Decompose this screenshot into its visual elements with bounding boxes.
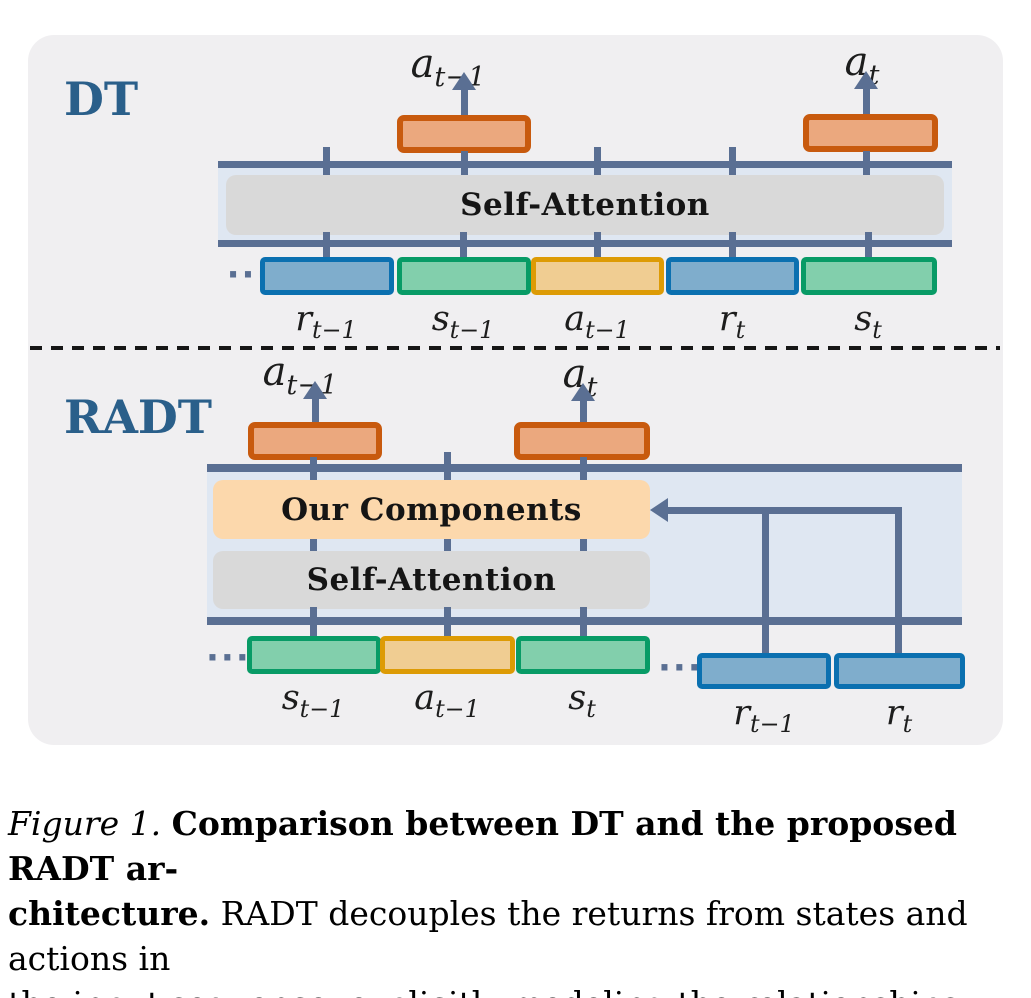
dt-self-attention-label: Self-Attention bbox=[460, 187, 710, 223]
dt-output-box bbox=[397, 115, 531, 153]
rail-tick bbox=[323, 232, 330, 259]
ellipsis-dots: ··· bbox=[206, 638, 251, 678]
dt-output-label-a-t-1: at−1 bbox=[410, 41, 486, 93]
dt-rail-top bbox=[218, 161, 952, 168]
radt-self-attention-label: Self-Attention bbox=[306, 562, 557, 598]
radt-return-label: rt bbox=[885, 693, 913, 738]
dt-token-label: rt−1 bbox=[295, 299, 357, 344]
caption-line: the input sequence, explicitly modeling … bbox=[8, 981, 1026, 998]
dt-rail-bottom bbox=[218, 240, 952, 247]
rail-tick bbox=[865, 232, 872, 259]
radt-our-components-box: Our Components bbox=[213, 480, 650, 539]
rail-tick bbox=[444, 607, 451, 638]
figure-panel bbox=[28, 35, 1003, 745]
radt-token-a-t-1 bbox=[380, 636, 515, 674]
arrow-up-icon bbox=[303, 381, 327, 399]
radt-output-label-a-t-1: at−1 bbox=[262, 349, 338, 401]
dt-token-a-t-1 bbox=[531, 257, 664, 295]
section-divider bbox=[30, 346, 1000, 350]
dt-token-r-t-1 bbox=[260, 257, 394, 295]
rail-tick bbox=[461, 151, 468, 177]
caption-line: Figure 1. Comparison between DT and the … bbox=[8, 804, 957, 888]
rail-tick bbox=[310, 457, 317, 483]
caption-line: chitecture. RADT decouples the returns f… bbox=[8, 894, 968, 978]
rail-tick bbox=[580, 457, 587, 483]
radt-token-r-t bbox=[834, 653, 965, 689]
caption-figure-number: Figure 1. bbox=[8, 804, 162, 843]
figure-caption: Figure 1. Comparison between DT and the … bbox=[8, 801, 1026, 998]
rail-tick bbox=[729, 232, 736, 259]
radt-our-components-label: Our Components bbox=[281, 491, 582, 528]
radt-return-label: rt−1 bbox=[733, 693, 795, 738]
radt-output-box bbox=[514, 422, 650, 460]
rail-tick bbox=[729, 147, 736, 176]
dt-output-box bbox=[803, 114, 938, 152]
radt-token-s-t-1 bbox=[247, 636, 381, 674]
radt-return-riser bbox=[762, 507, 769, 653]
rail-tick bbox=[580, 607, 587, 638]
rail-tick bbox=[444, 452, 451, 483]
radt-arrow-line bbox=[312, 396, 319, 423]
dt-token-label: at−1 bbox=[564, 299, 630, 344]
radt-return-riser bbox=[895, 507, 902, 653]
arrow-up-icon bbox=[571, 383, 595, 401]
radt-token-label: st−1 bbox=[281, 678, 345, 723]
ellipsis-dots: ··· bbox=[658, 648, 703, 688]
arrow-up-icon bbox=[854, 71, 878, 89]
arrow-left-icon bbox=[650, 498, 668, 522]
dt-token-s-t bbox=[801, 257, 937, 295]
dt-token-label: rt bbox=[718, 299, 746, 344]
dt-token-s-t-1 bbox=[397, 257, 531, 295]
dt-self-attention-box: Self-Attention bbox=[226, 175, 944, 235]
rail-tick bbox=[310, 607, 317, 638]
rail-tick bbox=[323, 147, 330, 176]
radt-self-attention-box: Self-Attention bbox=[213, 551, 650, 609]
radt-arrow-line bbox=[580, 398, 587, 423]
radt-output-box bbox=[248, 422, 382, 460]
rail-tick bbox=[594, 147, 601, 176]
radt-token-label: at−1 bbox=[414, 678, 480, 723]
arrow-up-icon bbox=[452, 72, 476, 90]
rail-tick bbox=[310, 539, 317, 552]
dt-arrow-line bbox=[461, 87, 468, 115]
rail-tick bbox=[594, 232, 601, 259]
rail-tick bbox=[460, 232, 467, 259]
dt-arrow-line bbox=[863, 86, 870, 114]
radt-token-r-t-1 bbox=[697, 653, 831, 689]
rail-tick bbox=[580, 539, 587, 552]
radt-token-label: st bbox=[568, 678, 596, 723]
radt-token-s-t bbox=[516, 636, 650, 674]
dt-token-label: st−1 bbox=[431, 299, 495, 344]
dt-heading: DT bbox=[64, 72, 139, 126]
rail-tick bbox=[444, 539, 451, 552]
radt-return-connector bbox=[664, 507, 902, 514]
radt-heading: RADT bbox=[64, 390, 213, 444]
dt-token-r-t bbox=[666, 257, 799, 295]
rail-tick bbox=[863, 151, 870, 177]
dt-token-label: st bbox=[854, 299, 882, 344]
